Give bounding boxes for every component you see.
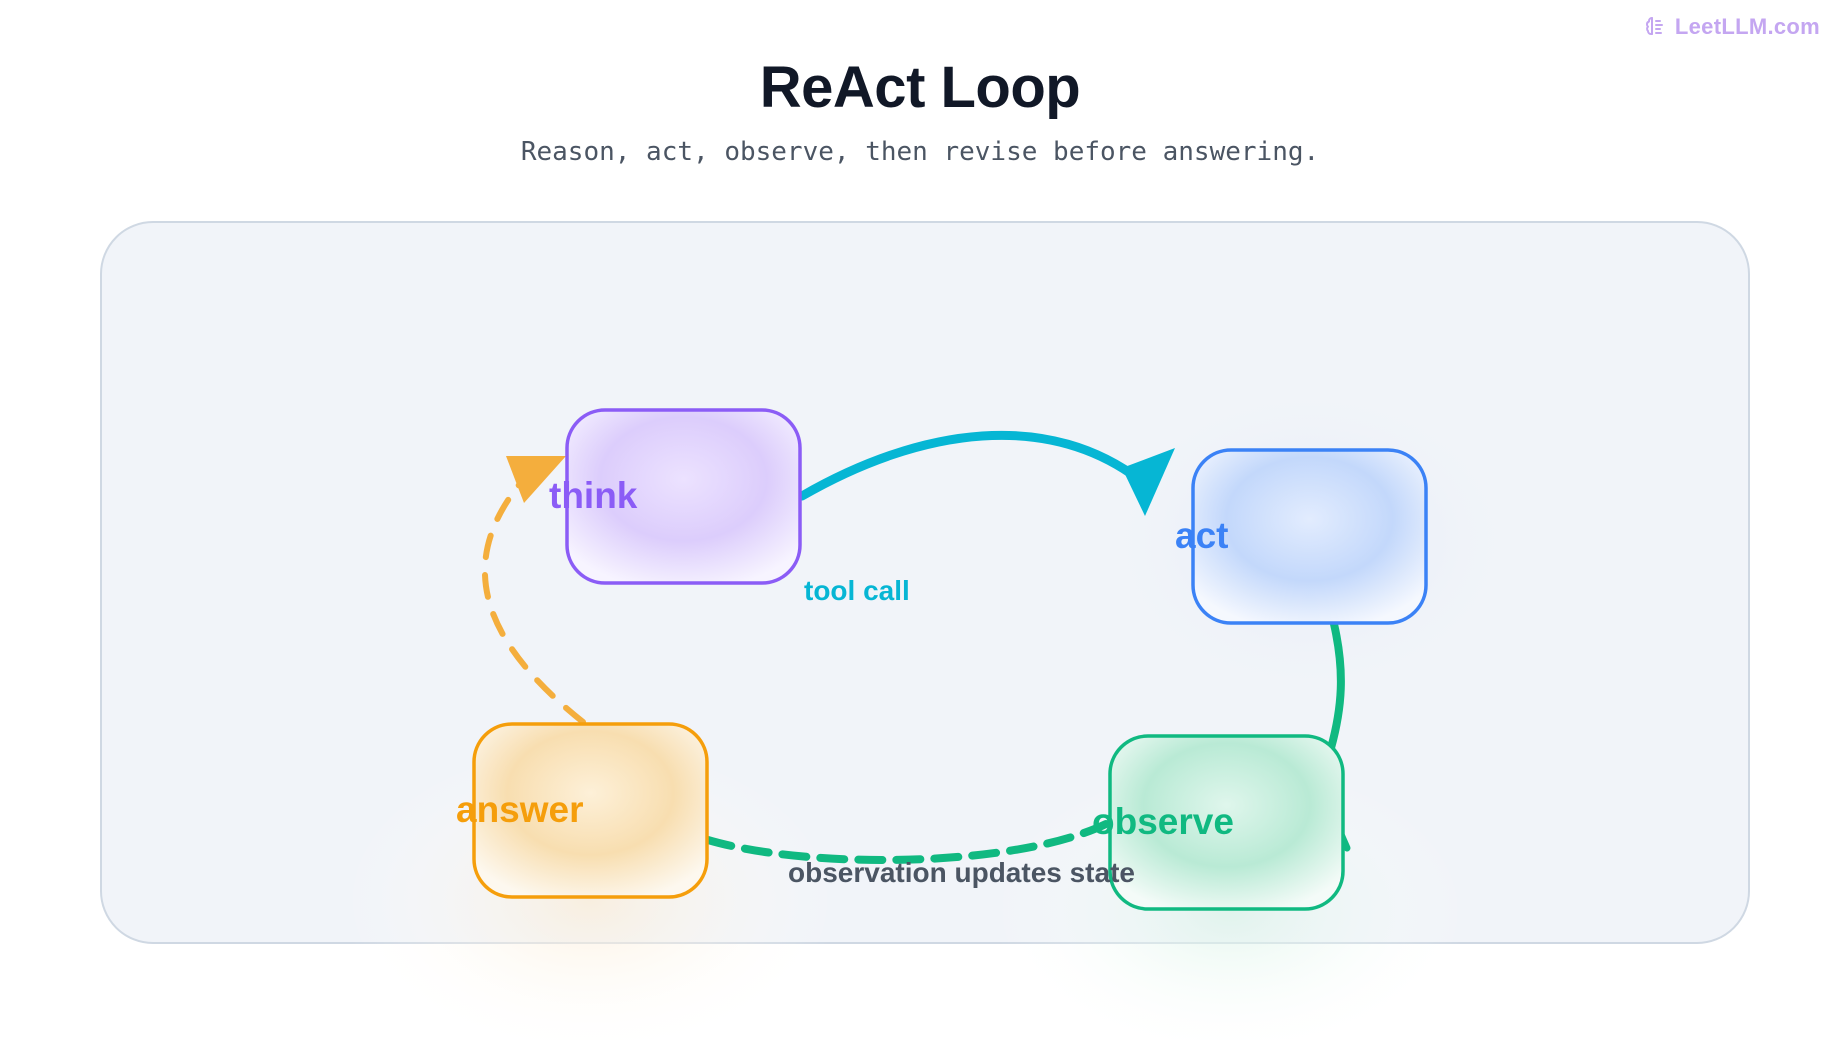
page-subtitle: Reason, act, observe, then revise before…: [520, 137, 1320, 167]
page-title: ReAct Loop: [759, 55, 1081, 120]
node-observe[interactable]: observe: [1092, 734, 1345, 911]
brain-icon: [1645, 17, 1663, 35]
node-act-label: act: [1175, 515, 1228, 556]
edge-label-tool-call: tool call: [804, 575, 910, 606]
node-answer[interactable]: answer: [456, 722, 709, 899]
arrowhead-think-to-act: [1122, 448, 1175, 516]
edge-think-to-act: [797, 430, 1150, 501]
edge-label-observation: observation updates state: [788, 857, 1135, 888]
node-answer-label: answer: [456, 789, 584, 830]
arrowhead-answer-to-think: [506, 456, 566, 503]
node-observe-label: observe: [1092, 801, 1234, 842]
watermark[interactable]: LeetLLM.com: [1643, 14, 1820, 40]
node-think-label: think: [549, 475, 638, 516]
node-act[interactable]: act: [1175, 448, 1428, 625]
edge-act-to-observe: [1327, 620, 1345, 752]
edge-observe-to-answer: [704, 818, 1114, 864]
watermark-text: LeetLLM.com: [1674, 14, 1820, 39]
node-think[interactable]: think: [549, 408, 802, 585]
edge-answer-to-think: [482, 471, 586, 725]
